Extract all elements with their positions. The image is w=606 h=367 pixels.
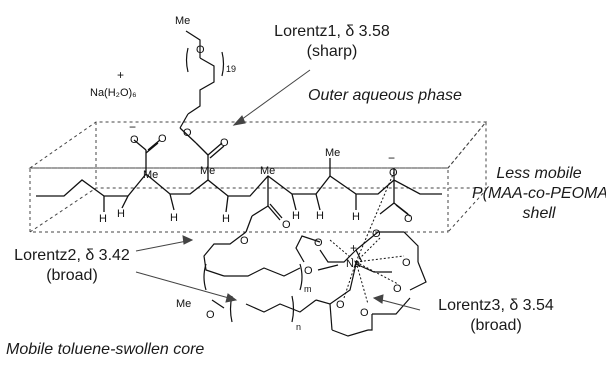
h-atom: H (99, 213, 107, 225)
shell-label-line2: P(MAA-co-PEOMA) (472, 185, 606, 202)
outer-aqueous-phase-label: Outer aqueous phase (308, 87, 462, 104)
subscript-19: 19 (226, 64, 236, 74)
h-atom: H (117, 208, 125, 220)
lorentz2-subtitle: (broad) (46, 267, 98, 284)
carbonyl-oxygen-2: O (220, 137, 229, 149)
plus-charge-2: + (350, 241, 357, 255)
ester-oxygen: O (183, 127, 192, 139)
shell-slab (28, 120, 488, 233)
shell-label: Less mobile P(MAA-co-PEOMA) shell (472, 164, 606, 224)
h-atom: H (316, 210, 324, 222)
slab-front-face (29, 167, 449, 233)
na-hydrate-label: Na(H₂O)₆ (90, 87, 137, 99)
oxygen-label: O (314, 237, 323, 249)
annotation-arrows (135, 69, 421, 311)
arrowhead-icon (372, 294, 384, 304)
oxygen-label: O (304, 265, 313, 277)
ester-oxygen-2: O (240, 235, 249, 247)
lorentz2-label: Lorentz2, δ 3.42 (broad) (2, 246, 142, 286)
lorentz3-title: Lorentz3, δ 3.54 (438, 297, 554, 314)
arrowhead-icon (182, 235, 194, 245)
subscript-m: m (304, 284, 312, 294)
oxygen-label: O (336, 299, 345, 311)
h-atom: H (352, 211, 360, 223)
arrow-lorentz2-b (135, 271, 237, 301)
lorentz1-label: Lorentz1, δ 3.58 (sharp) (256, 22, 408, 62)
crown-ether-complex (203, 231, 427, 337)
h-atom: H (292, 210, 300, 222)
lorentz2-title: Lorentz2, δ 3.42 (14, 247, 130, 264)
minus-charge: − (129, 120, 136, 134)
sodium-label: Na (346, 258, 361, 270)
plus-charge: + (117, 68, 124, 82)
shell-label-line1: Less mobile (496, 165, 582, 182)
carbonyl-oxygen: O (158, 133, 167, 145)
peg-side-chain-top (179, 30, 225, 129)
lorentz3-label: Lorentz3, δ 3.54 (broad) (420, 296, 572, 336)
oxygen-label: O (393, 283, 402, 295)
methyl-label-4: Me (260, 165, 275, 177)
shell-label-line3: shell (522, 205, 556, 222)
minus-charge-2: − (388, 151, 395, 165)
arrow-lorentz1 (233, 69, 311, 126)
atom-labels: Me O 19 Na(H₂O)₆ + O O − O O Me Me Me Me… (90, 15, 413, 332)
na-coordination-bonds (329, 171, 405, 305)
carbonyl-oxygen-3: O (282, 219, 291, 231)
oxygen-label: O (372, 228, 381, 240)
methyl-label-5: Me (325, 147, 340, 159)
lorentz3-subtitle: (broad) (470, 317, 522, 334)
subscript-n: n (296, 322, 301, 332)
arrowhead-icon (232, 115, 246, 126)
oxygen-label: O (360, 307, 369, 319)
methyl-label-6: Me (176, 298, 191, 310)
carboxylate-oxygen-2: O (389, 167, 398, 179)
methyl-label-3: Me (200, 165, 215, 177)
core-label: Mobile toluene-swollen core (6, 341, 205, 358)
methyl-label: Me (175, 15, 190, 27)
lorentz1-subtitle: (sharp) (306, 43, 358, 60)
slab-top-face (28, 121, 488, 169)
h-atom: H (222, 213, 230, 225)
carbonyl-oxygen-4: O (404, 213, 413, 225)
carboxylate-oxygen: O (130, 134, 139, 146)
arrow-lorentz2-a (135, 239, 193, 252)
polymer-backbone (36, 127, 442, 233)
arrowhead-icon (225, 293, 238, 303)
oxygen-label: O (196, 44, 205, 56)
lorentz1-title: Lorentz1, δ 3.58 (274, 23, 390, 40)
oxygen-label: O (402, 257, 411, 269)
h-atom: H (170, 212, 178, 224)
slab-back-bottom (29, 187, 486, 233)
oxygen-label: O (206, 309, 215, 321)
methyl-label-2: Me (143, 169, 158, 181)
